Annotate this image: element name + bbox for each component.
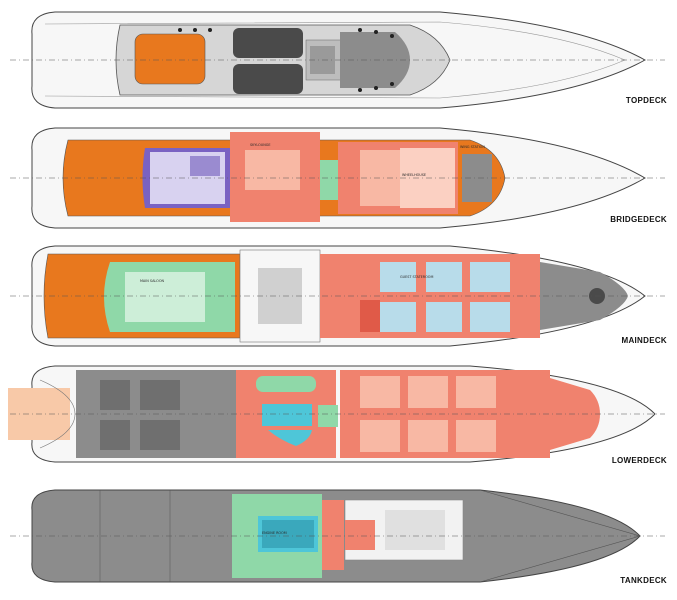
tankdeck-plan: ENGINE ROOM	[10, 489, 665, 583]
topdeck-spa-pool	[233, 28, 303, 58]
bridgedeck-plan: WING STATION SKYLOUNGE WHEELHOUSE	[10, 127, 665, 229]
deck-label-bridgedeck: BRIDGEDECK	[610, 215, 667, 224]
deck-label-lowerdeck: LOWERDECK	[611, 456, 667, 465]
topdeck-plan	[10, 11, 665, 109]
lowerdeck-spa	[256, 376, 316, 392]
deck-label-maindeck: MAINDECK	[621, 336, 667, 345]
svg-text:WING STATION: WING STATION	[460, 145, 485, 149]
deck-label-tankdeck: TANKDECK	[620, 576, 667, 585]
svg-text:ENGINE ROOM: ENGINE ROOM	[262, 531, 287, 535]
svg-text:MAIN SALOON: MAIN SALOON	[140, 279, 164, 283]
svg-text:SKYLOUNGE: SKYLOUNGE	[250, 143, 271, 147]
lowerdeck-plan	[8, 365, 665, 463]
maindeck-plan: MAIN SALOON GUEST STATEROOM	[10, 245, 665, 347]
deck-label-topdeck: TOPDECK	[625, 96, 667, 105]
svg-text:GUEST STATEROOM: GUEST STATEROOM	[400, 275, 433, 279]
svg-text:WHEELHOUSE: WHEELHOUSE	[402, 173, 426, 177]
topdeck-sunpad	[134, 33, 206, 85]
